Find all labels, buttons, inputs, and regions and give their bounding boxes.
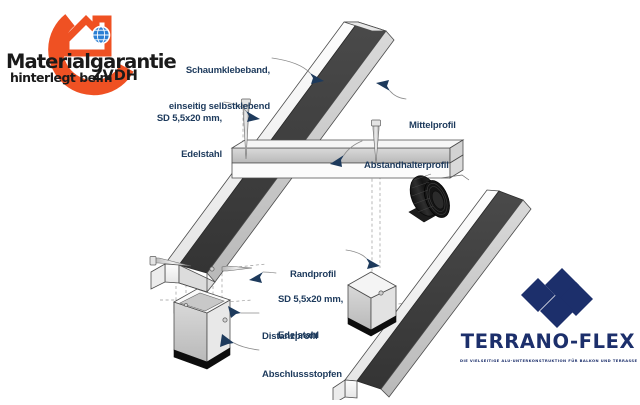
arrow-sd-screw-top (246, 111, 260, 122)
mittelprofil-screw-hole (209, 266, 215, 272)
arrow-randprofil (366, 258, 380, 269)
distanzprofil-hole-2 (184, 303, 188, 307)
mittelprofil-lip-left (150, 263, 166, 290)
tape-roll-edge-line (440, 174, 470, 181)
label-mittelprofil-line1: Mittelprofil (409, 120, 456, 131)
label-abschlussstopfen: Abschlussstopfen (262, 345, 342, 405)
randprofil (332, 189, 532, 400)
label-distanzprofil-line1: Distanzprofil (262, 331, 318, 342)
abstandhalterprofil (230, 139, 465, 179)
label-abstandhalterprofil: Abstandhalterprofil (364, 136, 449, 196)
diamond-left-icon (521, 278, 555, 312)
label-sd-screw-bottom: SD 5,5x20 mm, Edelstahl (278, 270, 343, 366)
sd-screw-top (241, 98, 251, 160)
distanzprofil-screw-hole (222, 317, 228, 323)
randprofil-flange (344, 379, 358, 399)
arrow-schaumklebeband (310, 73, 324, 84)
arrow-mittelprofil (376, 80, 390, 91)
sd-screw-top-head (241, 98, 251, 106)
label-sd-screw-bottom-line1: SD 5,5x20 mm, (278, 294, 344, 305)
distanzprofil-cavity (179, 292, 225, 312)
abschlussstopfen (173, 347, 231, 370)
arrow-distanzprofil (228, 306, 241, 318)
label-sd-screw-top-line1: SD 5,5x20 mm, (156, 113, 222, 124)
house-arc-icon (48, 14, 134, 96)
sd-screw-mid-shank (221, 265, 253, 272)
label-distanzprofil: Distanzprofil (262, 307, 318, 367)
diamond-bottom-icon (540, 294, 574, 328)
terrano-flex-tagline: DIE VIELSEITIGE ALU-UNTERKONSTRUKTION FÜ… (460, 359, 638, 363)
label-sd-screw-bottom-line2: Edelstahl (278, 330, 319, 341)
sd-screw-abstandhalter (371, 119, 381, 164)
label-schaumklebeband-line1: Schaumklebeband, (185, 65, 270, 76)
mittelprofil-far-end (343, 21, 387, 32)
globe-grid-icon (92, 26, 110, 44)
sd-screw-mid (221, 265, 253, 272)
arrow-sd-screw-bottom (249, 272, 263, 283)
label-schaumklebeband-line2: einseitig selbstklebend (168, 101, 270, 112)
sd-screw-left (149, 256, 192, 267)
mittelprofil-flange-left (164, 263, 180, 284)
leader-lines (223, 57, 407, 351)
label-mittelprofil: Mittelprofil (409, 96, 456, 156)
randprofil-right-wall (380, 199, 532, 398)
terrano-flex-logo: TERRANO-FLEX DIE VIELSEITIGE ALU-UNTERKO… (460, 268, 638, 380)
abstandhalterprofil-lower-end (449, 154, 464, 179)
house-outline-icon (62, 15, 112, 57)
arrow-abstandhalterprofil (330, 155, 344, 167)
terrano-flex-diamond-mark (521, 268, 593, 328)
materialgarantie-line3: ZVDH (92, 68, 138, 84)
label-sd-screw-top: SD 5,5x20 mm, Edelstahl (30, 89, 222, 185)
randprofil-lip (332, 379, 346, 400)
terrano-flex-wordmark: TERRANO-FLEX (460, 330, 636, 353)
label-schaumklebeband: Schaumklebeband, einseitig selbstklebend (55, 41, 270, 137)
sd-screw-abstandhalter-head (371, 119, 381, 127)
callout-arrows (220, 73, 390, 347)
tape-roll-coils (411, 173, 448, 215)
randprofil-foot-top (347, 271, 397, 299)
label-abstandhalterprofil-line1: Abstandhalterprofil (364, 160, 449, 171)
label-randprofil-line1: Randprofil (290, 269, 336, 280)
arrow-abschlussstopfen (220, 334, 234, 347)
materialgarantie-line1: Materialgarantie (6, 50, 177, 73)
distanzprofil (173, 288, 231, 370)
randprofil-end-cap (347, 315, 397, 337)
randprofil-screw-hole (378, 290, 384, 296)
materialgarantie-logo: Materialgarantie hinterlegt beim ZVDH (4, 6, 177, 102)
materialgarantie-line2: hinterlegt beim (10, 70, 112, 85)
schaumklebeband-roll (408, 173, 470, 223)
label-sd-screw-top-line2: Edelstahl (181, 149, 222, 160)
materialgarantie-mark (48, 14, 134, 96)
tape-roll-core (431, 190, 445, 210)
label-randprofil: Randprofil (290, 245, 336, 305)
label-abschlussstopfen-line1: Abschlussstopfen (262, 369, 342, 380)
sd-screw-left-head (149, 256, 157, 266)
